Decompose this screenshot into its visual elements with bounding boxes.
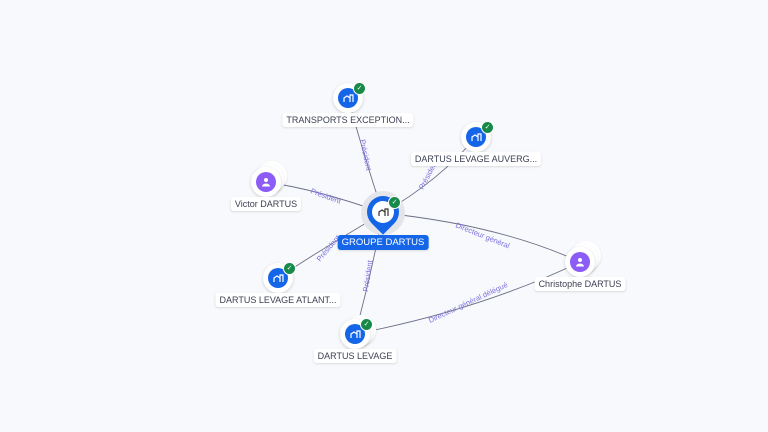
building-icon (466, 127, 486, 147)
node-label: DARTUS LEVAGE ATLANT... (215, 293, 341, 307)
edge-christophe-groupe (382, 212, 581, 263)
building-icon (338, 88, 358, 108)
node-label: TRANSPORTS EXCEPTION... (282, 113, 414, 127)
node-label: GROUPE DARTUS (337, 235, 429, 250)
verified-check-icon: ✓ (388, 196, 401, 209)
verified-check-icon: ✓ (283, 262, 296, 275)
edge-label: Directeur général délégué (427, 280, 509, 325)
edge-label: Président (361, 259, 374, 293)
edge-label: Président (358, 139, 374, 173)
verified-check-icon: ✓ (360, 318, 373, 331)
building-icon (268, 268, 288, 288)
node-label: Victor DARTUS (230, 197, 302, 211)
verified-check-icon: ✓ (481, 121, 494, 134)
edge-christophe-levage (354, 261, 581, 335)
edge-label: Directeur général (454, 221, 511, 251)
node-label: DARTUS LEVAGE (313, 349, 397, 363)
building-icon (345, 324, 365, 344)
person-icon (570, 252, 590, 272)
node-label: Christophe DARTUS (534, 277, 626, 291)
verified-check-icon: ✓ (353, 82, 366, 95)
edge-label: Président (309, 186, 343, 206)
node-label: DARTUS LEVAGE AUVERG... (410, 152, 542, 166)
person-icon (256, 172, 276, 192)
